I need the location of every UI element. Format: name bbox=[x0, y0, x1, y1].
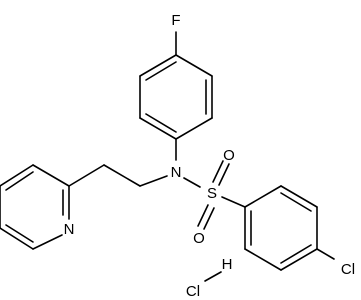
bond-inner bbox=[145, 61, 177, 81]
chlorophenyl-ring bbox=[244, 185, 318, 271]
chlorine-salt-label: Cl bbox=[186, 283, 200, 300]
bond-inner bbox=[5, 224, 34, 243]
bond-inner bbox=[280, 192, 312, 212]
bond bbox=[175, 54, 213, 77]
bond-s-o-top bbox=[212, 160, 224, 183]
bond-inner bbox=[280, 244, 312, 264]
bond-ch2-pyridyl bbox=[68, 164, 105, 187]
bond-s-aryl bbox=[221, 196, 246, 208]
sulfur-label: S bbox=[207, 185, 217, 202]
fluorophenyl-ring bbox=[139, 54, 213, 140]
bond bbox=[175, 117, 213, 140]
bond bbox=[280, 248, 318, 271]
oxygen-top-label: O bbox=[223, 147, 235, 164]
bond-ch2-ch2 bbox=[103, 164, 141, 187]
bond bbox=[32, 164, 70, 187]
bond-s-o-bottom bbox=[197, 204, 209, 227]
bond-inner bbox=[5, 171, 34, 191]
pyridine-nitrogen-label: N bbox=[64, 221, 75, 238]
bond bbox=[280, 185, 318, 208]
bond bbox=[244, 248, 282, 271]
bond bbox=[32, 234, 63, 250]
fluorine-label: F bbox=[171, 12, 180, 29]
bond bbox=[244, 185, 282, 208]
bond bbox=[139, 54, 177, 77]
bond bbox=[139, 117, 177, 140]
bond-inner bbox=[145, 113, 177, 133]
bond bbox=[0, 164, 34, 187]
sulfonamide-nitrogen-label: N bbox=[171, 164, 182, 181]
bond-n-s bbox=[183, 177, 201, 188]
chlorine-aryl-label: Cl bbox=[341, 261, 355, 278]
bond-n-ch2 bbox=[139, 175, 168, 187]
bond-c-cl bbox=[316, 248, 335, 260]
bond-s-o-bottom-2 bbox=[203, 207, 215, 230]
hydrogen-salt-label: H bbox=[222, 256, 233, 273]
oxygen-bottom-label: O bbox=[193, 230, 205, 247]
pyridine-ring bbox=[0, 164, 70, 250]
bond-h-cl bbox=[204, 271, 222, 282]
bond bbox=[0, 227, 34, 250]
bond-s-o-top-2 bbox=[218, 163, 230, 186]
